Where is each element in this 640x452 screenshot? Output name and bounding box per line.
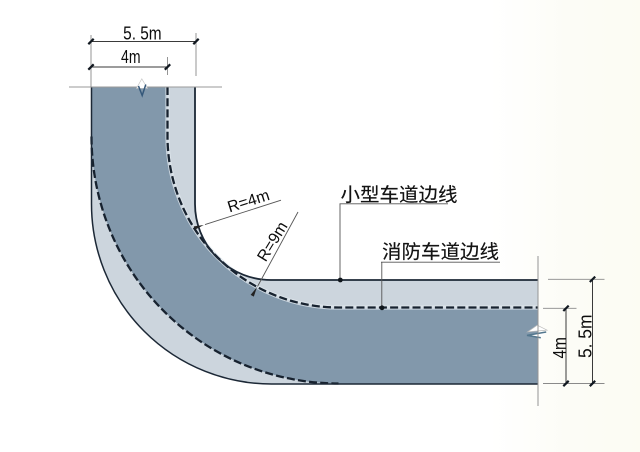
- svg-text:4m: 4m: [121, 47, 141, 67]
- svg-text:5. 5m: 5. 5m: [123, 23, 162, 43]
- svg-text:5. 5m: 5. 5m: [576, 315, 596, 359]
- svg-text:4m: 4m: [550, 337, 570, 359]
